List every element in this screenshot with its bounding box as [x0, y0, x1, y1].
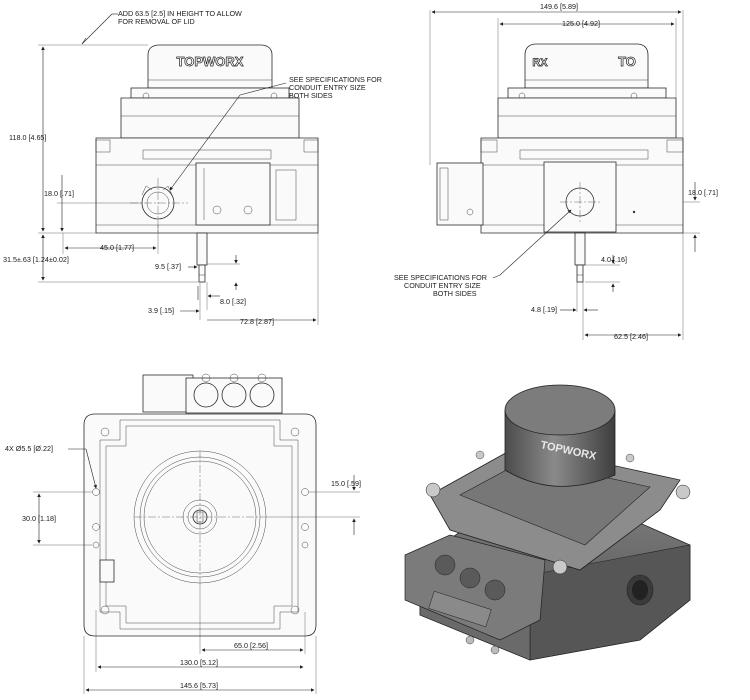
- dim-45: 45.0 [1.77]: [100, 243, 134, 252]
- lid-note-line1: ADD 63.5 [2.5] IN HEIGHT TO ALLOW: [118, 9, 242, 18]
- conduit-note-side-2: CONDUIT ENTRY SIZE: [404, 281, 481, 290]
- dim-18-left: 18.0 [.71]: [44, 189, 74, 198]
- brand-logo-side-tail: RX: [532, 57, 548, 69]
- conduit-note-side-3: BOTH SIDES: [433, 289, 477, 298]
- isometric-render: TOPWORX: [404, 384, 691, 661]
- conduit-note-front-1: SEE SPECIFICATIONS FOR: [289, 75, 382, 84]
- dim-72-8: 72.8 [2.87]: [240, 317, 274, 326]
- dim-145-6: 145.6 [5.73]: [180, 681, 218, 690]
- dim-8: 8.0 [.32]: [220, 297, 246, 306]
- dim-65: 65.0 [2.56]: [234, 641, 268, 650]
- dim-4: 4.0 [.16]: [601, 255, 627, 264]
- front-view: TOPWORX: [95, 44, 319, 283]
- conduit-note-front-3: BOTH SIDES: [289, 91, 333, 100]
- dim-18-right: 18.0 [.71]: [688, 188, 718, 197]
- bottom-view: [83, 373, 317, 637]
- dim-130: 130.0 [5.12]: [180, 658, 218, 667]
- dim-4-8: 4.8 [.19]: [531, 305, 557, 314]
- dim-62-5: 62.5 [2.46]: [614, 332, 648, 341]
- dim-holes: 4X Ø5.5 [Ø.22]: [5, 444, 53, 453]
- brand-logo-front: TOPWORX: [177, 54, 244, 69]
- side-dimensions: 149.6 [5.89] 125.0 [4.92] 18.0 [.71] 4.0…: [394, 2, 718, 341]
- dim-9-5: 9.5 [.37]: [155, 262, 181, 271]
- dim-30: 30.0 [1.18]: [22, 514, 56, 523]
- dim-15: 15.0 [.59]: [331, 479, 361, 488]
- front-dimensions: 118.0 [4.65] ADD 63.5 [2.5] IN HEIGHT TO…: [3, 9, 382, 326]
- lid-note-line2: FOR REMOVAL OF LID: [118, 17, 195, 26]
- conduit-note-front-2: CONDUIT ENTRY SIZE: [289, 83, 366, 92]
- dim-118: 118.0 [4.65]: [9, 133, 46, 142]
- dim-149-6: 149.6 [5.89]: [540, 2, 578, 11]
- dim-125: 125.0 [4.92]: [562, 19, 600, 28]
- conduit-note-side-1: SEE SPECIFICATIONS FOR: [394, 273, 487, 282]
- side-view: TO RX: [436, 43, 684, 283]
- dim-3-9: 3.9 [.15]: [148, 306, 174, 315]
- dim-31-5: 31.5±.63 [1.24±0.02]: [3, 255, 69, 264]
- bottom-dimensions: 4X Ø5.5 [Ø.22] 30.0 [1.18] 15.0 [.59] 65…: [5, 444, 361, 694]
- brand-logo-side: TO: [618, 54, 636, 69]
